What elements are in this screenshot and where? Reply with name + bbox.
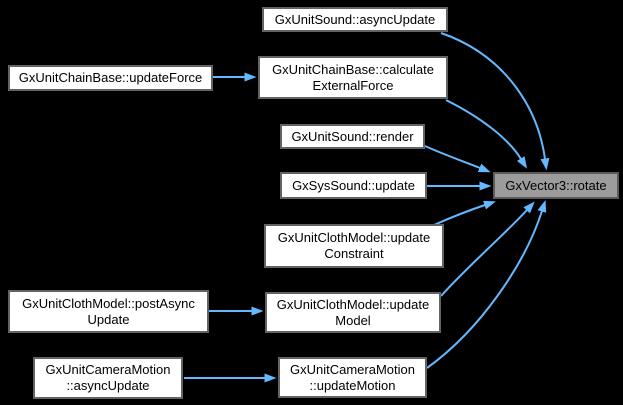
- node-gxsyssound-update[interactable]: GxSysSound::update: [280, 172, 427, 199]
- node-gxunitclothmodel-updatemodel[interactable]: GxUnitClothModel::update Model: [265, 292, 441, 333]
- node-gxunitcameramotion-asyncupdate[interactable]: GxUnitCameraMotion ::asyncUpdate: [33, 357, 183, 399]
- node-gxunitsound-render[interactable]: GxUnitSound::render: [280, 124, 425, 149]
- node-gxunitclothmodel-postasyncupdate[interactable]: GxUnitClothModel::postAsync Update: [8, 290, 209, 333]
- edge-soundasyncupdate-to-rotate: [440, 32, 550, 171]
- node-gxunitchainbase-calculateexternalforce[interactable]: GxUnitChainBase::calculate ExternalForce: [258, 56, 448, 99]
- node-gxunitchainbase-updateforce[interactable]: GxUnitChainBase::updateForce: [8, 65, 213, 91]
- edge-cameraupdatemotion-to-rotate: [426, 200, 547, 369]
- edge-calculateexternalforce-to-rotate: [445, 99, 528, 169]
- node-gxunitsound-asyncupdate[interactable]: GxUnitSound::asyncUpdate: [262, 7, 448, 32]
- node-gxvector3-rotate-focus: GxVector3::rotate: [493, 172, 619, 199]
- edge-clothupdatemodel-to-rotate: [440, 201, 535, 297]
- edge-soundrender-to-rotate: [424, 145, 491, 173]
- node-gxunitclothmodel-updateconstraint[interactable]: GxUnitClothModel::update Constraint: [264, 224, 444, 268]
- edge-clothupdateconstraint-to-rotate: [433, 200, 496, 226]
- node-gxunitcameramotion-updatemotion[interactable]: GxUnitCameraMotion ::updateMotion: [278, 357, 427, 398]
